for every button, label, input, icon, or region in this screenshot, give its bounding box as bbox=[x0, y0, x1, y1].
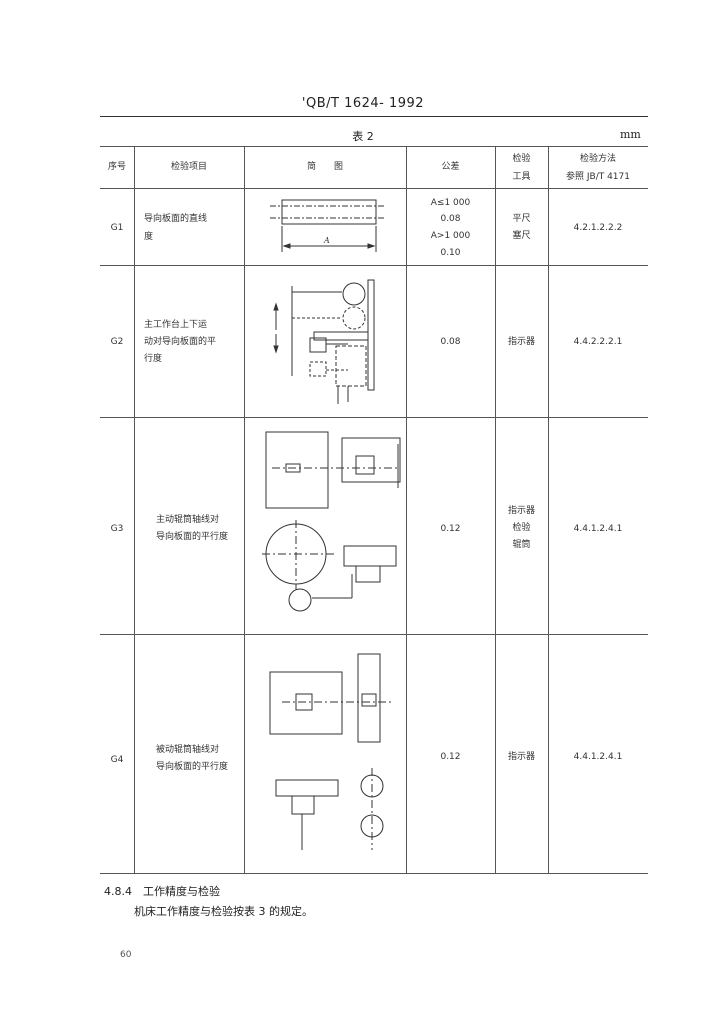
item-line: 度 bbox=[144, 232, 154, 242]
table-unit: mm bbox=[620, 128, 641, 141]
tolerance-line: A≤1 000 bbox=[430, 198, 471, 208]
row-no: G2 bbox=[110, 337, 124, 347]
row-no: G1 bbox=[110, 223, 124, 233]
tool-line: 指示器 bbox=[507, 506, 535, 516]
row-no: G3 bbox=[110, 524, 124, 534]
tool-line: 辊筒 bbox=[512, 540, 531, 550]
item-line: 动对导向板面的平 bbox=[144, 337, 217, 347]
item-line: 主动辊筒轴线对 bbox=[156, 515, 220, 525]
col-divider bbox=[134, 146, 135, 873]
header-diagram: 简 图 bbox=[306, 162, 343, 172]
header-bottom-rule bbox=[100, 188, 648, 189]
col-divider bbox=[406, 146, 407, 873]
header-method-line1: 检验方法 bbox=[579, 154, 616, 164]
row-g2-bottom-rule bbox=[100, 417, 648, 418]
tool-line: 平尺 bbox=[512, 214, 531, 224]
page-number: 60 bbox=[120, 950, 132, 960]
section-heading: 4.8.4 工作精度与检验 bbox=[104, 885, 220, 898]
item-line: 导向板面的直线 bbox=[144, 214, 208, 224]
item-line: 行度 bbox=[144, 354, 163, 364]
tool-line: 检验 bbox=[512, 523, 531, 533]
table-top-rule bbox=[100, 146, 648, 147]
item-line: 导向板面的平行度 bbox=[156, 532, 229, 542]
diagram-g1-label: A bbox=[323, 236, 330, 245]
method-ref: 4.2.1.2.2.2 bbox=[573, 223, 623, 233]
header-tool-line1: 检验 bbox=[512, 154, 531, 164]
tolerance-line: 0.12 bbox=[440, 752, 461, 762]
row-no: G4 bbox=[110, 755, 124, 765]
tool-line: 指示器 bbox=[507, 752, 535, 762]
tolerance-line: 0.10 bbox=[440, 248, 461, 258]
method-ref: 4.4.1.2.4.1 bbox=[573, 524, 623, 534]
tool-line: 塞尺 bbox=[512, 231, 531, 241]
standard-number: 'QB/T 1624- 1992 bbox=[301, 96, 425, 111]
row-g1-bottom-rule bbox=[100, 265, 648, 266]
item-line: 被动辊筒轴线对 bbox=[156, 745, 220, 755]
method-ref: 4.4.1.2.4.1 bbox=[573, 752, 623, 762]
diagram-g2-worktable bbox=[273, 279, 375, 404]
diagram-g1-straightedge: A bbox=[270, 199, 386, 252]
item-line: 导向板面的平行度 bbox=[156, 762, 229, 772]
method-ref: 4.4.2.2.2.1 bbox=[573, 337, 623, 347]
col-divider bbox=[495, 146, 496, 873]
header-tool-line2: 工具 bbox=[512, 172, 531, 182]
section-paragraph: 机床工作精度与检验按表 3 的规定。 bbox=[134, 905, 313, 918]
table-caption: 表 2 bbox=[352, 130, 374, 143]
header-rule bbox=[100, 116, 648, 117]
diagram-g3-driving-roller bbox=[262, 431, 401, 612]
col-divider bbox=[548, 146, 549, 873]
tolerance-line: A>1 000 bbox=[430, 231, 471, 241]
tolerance-line: 0.08 bbox=[440, 337, 461, 347]
header-item: 检验项目 bbox=[170, 162, 207, 172]
diagram-g4-driven-roller bbox=[269, 653, 392, 850]
tolerance-line: 0.12 bbox=[440, 524, 461, 534]
col-divider bbox=[244, 146, 245, 873]
tolerance-line: 0.08 bbox=[440, 214, 461, 224]
header-no: 序号 bbox=[107, 162, 126, 172]
header-tolerance: 公差 bbox=[441, 162, 460, 172]
header-method-line2: 参照 JB/T 4171 bbox=[566, 172, 630, 182]
table-bottom-rule bbox=[100, 873, 648, 874]
item-line: 主工作台上下运 bbox=[144, 320, 208, 330]
row-g3-bottom-rule bbox=[100, 634, 648, 635]
tool-line: 指示器 bbox=[507, 337, 535, 347]
